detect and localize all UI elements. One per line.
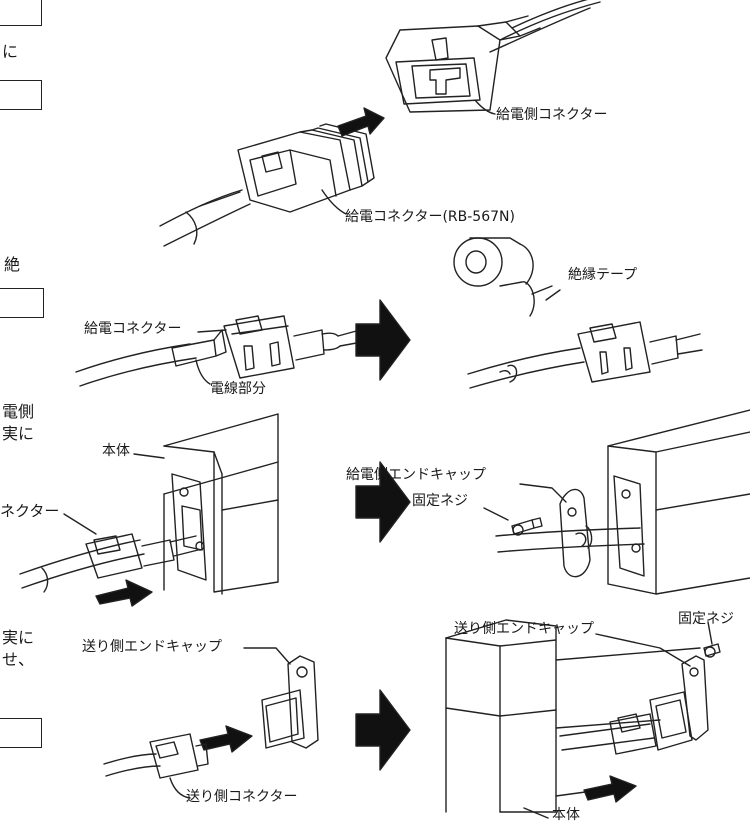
label-send-side-end-cap-left: 送り側エンドキャップ [82, 639, 222, 655]
label-send-side-connector: 送り側コネクター [186, 789, 298, 805]
label-body-step4: 本体 [552, 807, 580, 823]
step4-illustration [103, 619, 721, 819]
step3-illustration [19, 409, 750, 607]
label-send-side-end-cap-right: 送り側エンドキャップ [454, 621, 594, 637]
label-fixing-screw: 固定ネジ [412, 493, 468, 509]
left-fragment-jitsuni-1: 実に [2, 424, 35, 443]
label-wire-part: 電線部分 [210, 381, 266, 397]
left-fragment-se: せ、 [2, 650, 35, 669]
check-box-3 [0, 288, 44, 318]
label-insulating-tape: 絶縁テープ [568, 267, 638, 283]
left-fragment-connector: ネクター [0, 502, 60, 520]
check-box-2 [0, 80, 42, 110]
label-feed-connector-model: 給電コネクター(RB-567N) [345, 209, 515, 225]
label-feed-connector: 給電コネクター [84, 321, 182, 337]
check-box-1 [0, 0, 42, 26]
left-fragment-zetsu: 絶 [4, 255, 21, 274]
check-box-4 [0, 718, 42, 748]
label-feed-side-end-cap: 給電側エンドキャップ [346, 467, 486, 483]
label-fixing-screw-cut: 固定ネジ [678, 611, 734, 627]
label-feed-side-connector: 給電側コネクター [496, 107, 608, 123]
left-fragment-denkawa: 電側 [2, 402, 35, 421]
step1-illustration [159, 0, 601, 247]
label-body-step3: 本体 [102, 443, 130, 459]
left-fragment-ni: に [2, 42, 19, 61]
left-fragment-jitsuni-2: 実に [2, 628, 35, 647]
step2-illustration [75, 237, 703, 389]
